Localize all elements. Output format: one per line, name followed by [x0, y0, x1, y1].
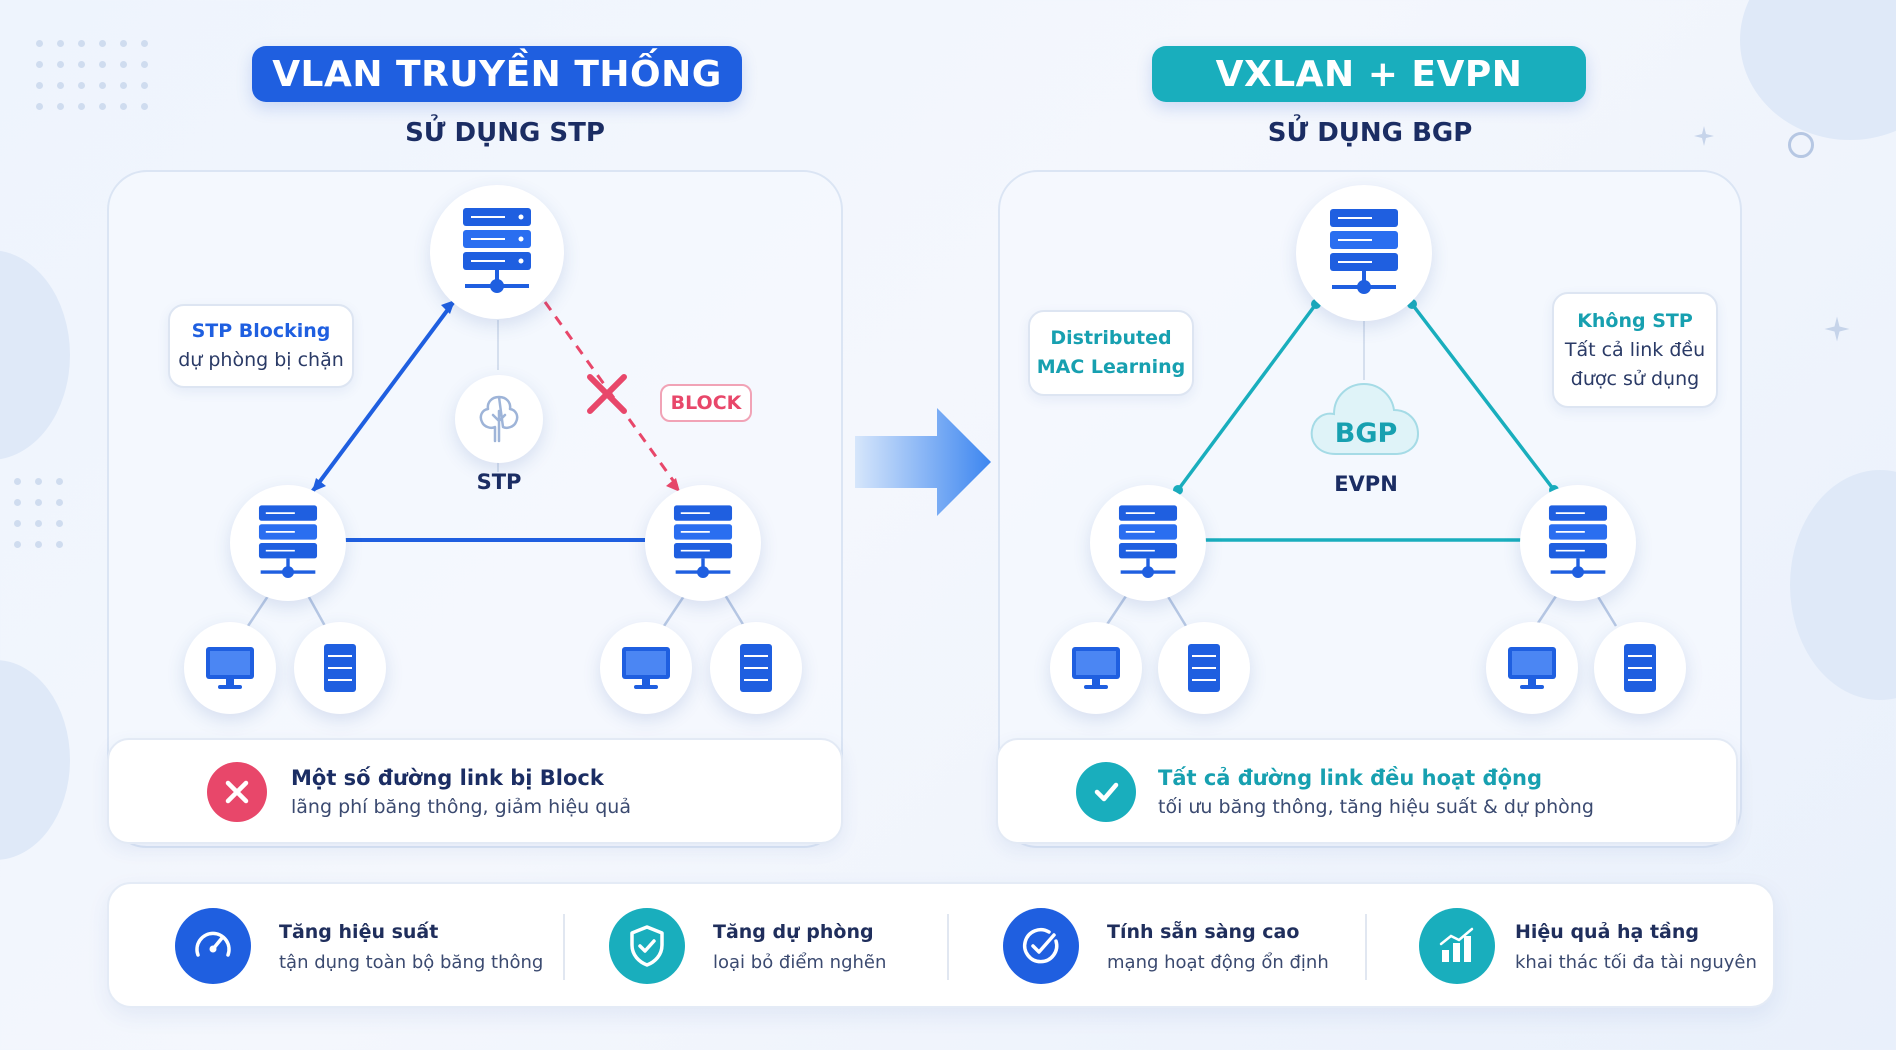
bgp-label: BGP [1334, 418, 1398, 449]
monitor-icon [206, 647, 254, 689]
feature-title: Tính sẵn sàng cao [1107, 921, 1300, 943]
check-circle-icon [1003, 908, 1079, 984]
feature-desc: loại bỏ điểm nghẽn [713, 952, 887, 973]
success-check-icon [1076, 762, 1136, 822]
stp-label: STP [476, 470, 522, 494]
left-stp-node [455, 375, 543, 463]
right-top-switch [1296, 185, 1432, 321]
left-subtitle: SỬ DỤNG STP [405, 118, 605, 148]
callout-line-2: MAC Learning [1036, 356, 1186, 378]
right-subtitle: SỬ DỤNG BGP [1267, 118, 1473, 148]
divider [947, 914, 949, 980]
callout-line-1: Distributed [1050, 327, 1172, 349]
server-icon [1188, 644, 1220, 692]
monitor-icon [622, 647, 670, 689]
feature-title: Tăng dự phòng [713, 921, 874, 943]
arrow-right-icon [855, 408, 991, 516]
endpoint-server [1594, 622, 1686, 714]
server-rack-icon [1548, 505, 1608, 579]
endpoint-pc [1486, 622, 1578, 714]
right-status-desc: tối ưu băng thông, tăng hiệu suất & dự p… [1158, 796, 1594, 818]
server-rack-icon [258, 505, 318, 579]
server-icon [740, 644, 772, 692]
tree-icon [479, 395, 519, 443]
cloud-icon [1310, 382, 1420, 455]
bar-chart-icon [1419, 908, 1495, 984]
endpoint-server [1158, 622, 1250, 714]
sparkle-icon [1824, 316, 1850, 342]
server-icon [1624, 644, 1656, 692]
left-status-desc: lãng phí băng thông, giảm hiệu quả [291, 796, 631, 818]
callout-title: Không STP [1577, 309, 1693, 332]
ring-decoration [1788, 132, 1814, 158]
left-top-switch [430, 185, 564, 319]
no-stp-callout: Không STP Tất cả link đều được sử dụng [1552, 292, 1718, 408]
callout-text: dự phòng bị chặn [178, 349, 344, 371]
monitor-icon [1508, 647, 1556, 689]
shield-check-icon [609, 908, 685, 984]
right-status-box: Tất cả đường link đều hoạt động tối ưu b… [996, 738, 1738, 844]
feature-title: Tăng hiệu suất [279, 921, 439, 943]
left-bottom-right-switch [645, 485, 761, 601]
right-bottom-right-switch [1520, 485, 1636, 601]
distributed-mac-callout: Distributed MAC Learning [1028, 310, 1194, 396]
error-icon [207, 762, 267, 822]
server-rack-icon [1118, 505, 1178, 579]
endpoint-pc [1050, 622, 1142, 714]
feature-title: Hiệu quả hạ tầng [1515, 921, 1699, 943]
server-rack-icon [1330, 209, 1398, 294]
right-title: VXLAN + EVPN [1152, 46, 1586, 102]
right-status-title: Tất cả đường link đều hoạt động [1158, 766, 1542, 790]
feature-desc: tận dụng toàn bộ băng thông [279, 952, 544, 973]
monitor-icon [1072, 647, 1120, 689]
server-rack-icon [463, 208, 531, 293]
left-status-box: Một số đường link bị Block lãng phí băng… [107, 738, 843, 844]
benefits-bar: Tăng hiệu suất tận dụng toàn bộ băng thô… [107, 882, 1775, 1008]
endpoint-pc [184, 622, 276, 714]
background-dots-top-left [36, 40, 148, 110]
divider [563, 914, 565, 980]
callout-title: STP Blocking [191, 320, 331, 342]
callout-line-2: được sử dụng [1570, 367, 1700, 390]
background-dots-left [14, 478, 63, 548]
speedometer-icon [175, 908, 251, 984]
feature-desc: mạng hoạt động ổn định [1107, 952, 1329, 973]
block-tag: BLOCK [660, 384, 752, 422]
endpoint-server [294, 622, 386, 714]
server-rack-icon [673, 505, 733, 579]
stp-blocking-callout: STP Blocking dự phòng bị chặn [168, 304, 354, 388]
endpoint-pc [600, 622, 692, 714]
left-bottom-left-switch [230, 485, 346, 601]
evpn-label: EVPN [1334, 472, 1398, 496]
divider [1365, 914, 1367, 980]
feature-desc: khai thác tối đa tài nguyên [1515, 952, 1757, 973]
sparkle-icon [1694, 126, 1714, 146]
right-bottom-left-switch [1090, 485, 1206, 601]
left-title: VLAN TRUYỀN THỐNG [252, 46, 742, 102]
server-icon [324, 644, 356, 692]
endpoint-server [710, 622, 802, 714]
callout-line-1: Tất cả link đều [1564, 338, 1706, 361]
left-status-title: Một số đường link bị Block [291, 766, 604, 790]
